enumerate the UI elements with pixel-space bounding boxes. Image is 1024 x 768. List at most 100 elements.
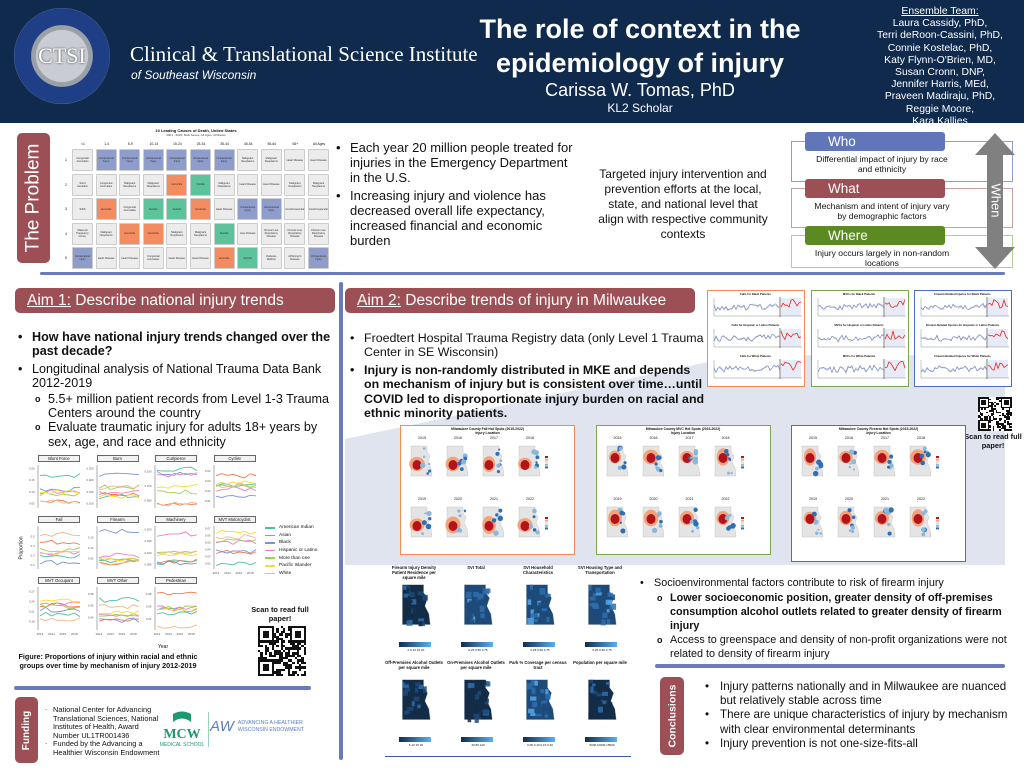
hotspot-map bbox=[517, 506, 541, 538]
qr-module bbox=[992, 406, 995, 409]
qr-module bbox=[262, 673, 265, 676]
qr-module bbox=[258, 640, 261, 643]
qr-code[interactable] bbox=[258, 626, 306, 676]
color-scale-labels: 0.05 0.10 0.15 0.20 bbox=[527, 743, 553, 747]
panel-title: Fall bbox=[38, 516, 80, 523]
qr-module bbox=[995, 405, 998, 407]
qr-module bbox=[1008, 403, 1011, 406]
timeseries-plot bbox=[713, 328, 802, 348]
qr-module bbox=[285, 656, 288, 660]
timeseries-plot bbox=[713, 359, 802, 379]
fitted-line bbox=[920, 365, 988, 374]
table-cell: Unintentional Injury bbox=[213, 149, 235, 171]
qr-module bbox=[981, 414, 983, 417]
qr-module bbox=[290, 647, 293, 650]
tract bbox=[609, 702, 613, 706]
qr-module bbox=[303, 668, 306, 672]
qr-module bbox=[271, 626, 274, 629]
qr-module bbox=[278, 637, 281, 641]
cold-spot bbox=[689, 456, 692, 460]
series-line-white bbox=[156, 501, 198, 507]
qr-module bbox=[978, 403, 980, 406]
hotspot-map bbox=[445, 445, 469, 477]
qr-module bbox=[264, 640, 268, 643]
tract bbox=[538, 602, 545, 609]
qr-module bbox=[258, 659, 261, 662]
fitted-line bbox=[817, 365, 884, 374]
x-tick-label: 2012 bbox=[37, 632, 44, 636]
table-cell: Unintentional Injury bbox=[119, 149, 141, 171]
socio-map-title: Off-Premises Alcohol Outlets per square … bbox=[385, 660, 444, 670]
qr-module bbox=[1005, 426, 1008, 428]
x-tick-label: 2012 bbox=[212, 571, 219, 575]
x-tick-label: 2014 bbox=[165, 632, 172, 636]
cold-spot bbox=[535, 455, 540, 460]
cold-spot bbox=[921, 527, 926, 533]
legend-label: White bbox=[279, 570, 292, 576]
timeseries-title: MVCs for Black Patients bbox=[842, 292, 876, 296]
table-cell: Cerebrovascular bbox=[284, 198, 306, 220]
table-rank: 1 bbox=[65, 158, 67, 162]
tract bbox=[533, 618, 538, 623]
qr-module bbox=[258, 666, 261, 669]
qr-module bbox=[1003, 419, 1006, 422]
qr-module bbox=[303, 661, 306, 665]
qr-module bbox=[301, 645, 304, 648]
cold-spot bbox=[463, 510, 467, 513]
qr-module bbox=[262, 645, 265, 648]
hotspot-title: Milwaukee County Firearm Hot Spots (2015… bbox=[838, 427, 919, 431]
ahw-text: ADVANCING A HEALTHIER WISCONSIN ENDOWMEN… bbox=[237, 720, 304, 733]
qr-module bbox=[301, 640, 304, 643]
hotspot-map bbox=[801, 445, 824, 477]
aim1-header: Aim 1: Describe national injury trends bbox=[15, 288, 335, 313]
timeseries-plot bbox=[817, 359, 906, 379]
tract bbox=[484, 701, 489, 705]
choropleth-map bbox=[526, 584, 555, 625]
y-tick-label: 0.4 bbox=[31, 544, 35, 548]
qr-module bbox=[1005, 406, 1008, 409]
tract bbox=[473, 713, 480, 718]
qr-module bbox=[301, 654, 304, 657]
qr-module bbox=[997, 422, 1000, 425]
qr-code[interactable] bbox=[978, 397, 1012, 431]
qr-module bbox=[984, 424, 987, 427]
qr-module bbox=[1007, 427, 1009, 430]
qr-module bbox=[979, 403, 982, 406]
qr-module bbox=[981, 401, 983, 404]
qr-module bbox=[269, 671, 272, 674]
qr-module bbox=[269, 666, 272, 669]
qr-module bbox=[979, 409, 982, 412]
covid-period-line bbox=[987, 361, 1009, 371]
tract bbox=[417, 591, 424, 596]
series-line-black bbox=[98, 472, 139, 477]
table-cell: Unintentional Injury bbox=[142, 149, 164, 171]
qr-module bbox=[979, 429, 982, 431]
tract bbox=[533, 611, 539, 615]
qr-module bbox=[1005, 411, 1008, 414]
series-line-pacific-islander bbox=[156, 483, 198, 489]
qr-module bbox=[982, 408, 985, 410]
qr-module bbox=[301, 664, 304, 667]
qr-module bbox=[285, 630, 288, 634]
qr-module bbox=[276, 673, 279, 676]
qr-module bbox=[278, 630, 281, 634]
qr-module bbox=[1002, 405, 1004, 407]
funding-divider bbox=[14, 686, 311, 690]
tract bbox=[404, 680, 411, 685]
tract bbox=[607, 592, 614, 598]
qr-module bbox=[994, 403, 996, 406]
fitted-line bbox=[713, 364, 781, 373]
qr-module bbox=[296, 633, 300, 636]
qr-module bbox=[280, 637, 284, 641]
tract bbox=[536, 613, 540, 620]
qr-module bbox=[290, 645, 293, 648]
table-cell: Maternal Pregnancy Comp. bbox=[72, 222, 93, 245]
mcw-logo: MCW MEDICAL SCHOOL bbox=[158, 710, 206, 748]
qr-module bbox=[276, 661, 279, 665]
qr-module bbox=[258, 626, 261, 629]
qr-module bbox=[1000, 411, 1003, 414]
timeseries-title: Falls for Hispanic or Latino Patients bbox=[731, 323, 780, 327]
tract bbox=[605, 599, 613, 605]
qr-module bbox=[986, 400, 988, 402]
